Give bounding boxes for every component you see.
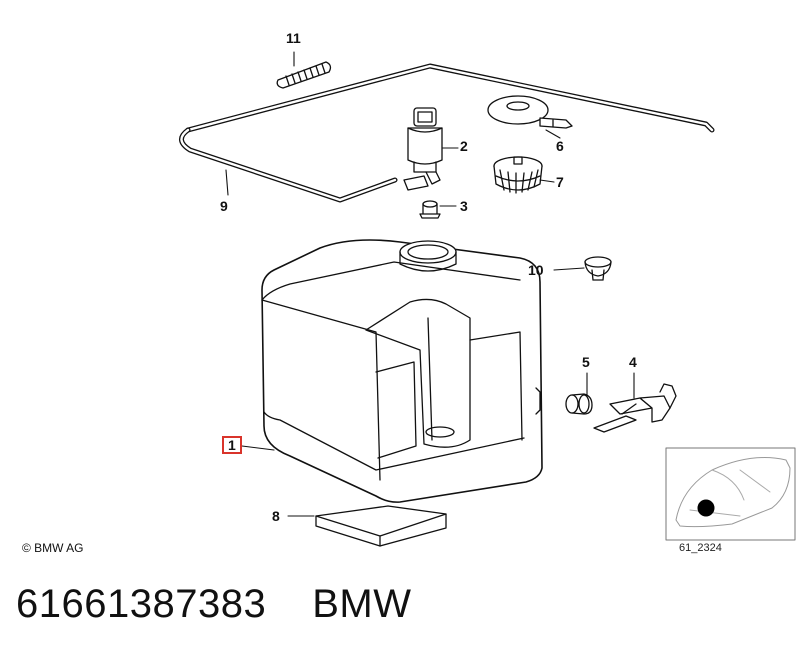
callout-1-highlighted[interactable]: 1 — [222, 436, 242, 454]
hose-part-11 — [276, 61, 332, 89]
plug-part-10 — [584, 256, 612, 281]
hose-wire-part-9 — [179, 63, 715, 203]
callout-10: 10 — [528, 262, 544, 278]
reservoir-part-1 — [261, 239, 543, 503]
callout-11: 11 — [286, 30, 301, 46]
footer-caption: 61661387383 BMW — [16, 582, 411, 627]
brand-name: BMW — [312, 582, 412, 626]
callout-3: 3 — [460, 198, 468, 214]
copyright-label: © BMW AG — [22, 541, 84, 555]
callout-4: 4 — [629, 354, 637, 370]
callout-8: 8 — [272, 508, 280, 524]
callout-9: 9 — [220, 198, 228, 214]
diagram-reference: 61_2324 — [679, 542, 722, 554]
locator-thumbnail — [665, 447, 796, 541]
grommet-part-5 — [565, 393, 593, 415]
callout-5: 5 — [582, 354, 590, 370]
part-number: 61661387383 — [16, 582, 267, 626]
callout-7: 7 — [556, 174, 564, 190]
leader-lines — [225, 51, 635, 517]
cap-part-6 — [487, 95, 573, 129]
grommet-part-3 — [419, 200, 441, 219]
level-sensor-part-4 — [593, 383, 677, 433]
callout-2: 2 — [460, 138, 468, 154]
pump-part-2 — [403, 107, 443, 191]
pad-part-8 — [315, 505, 447, 547]
strainer-part-7 — [493, 156, 543, 194]
callout-6: 6 — [556, 138, 564, 154]
